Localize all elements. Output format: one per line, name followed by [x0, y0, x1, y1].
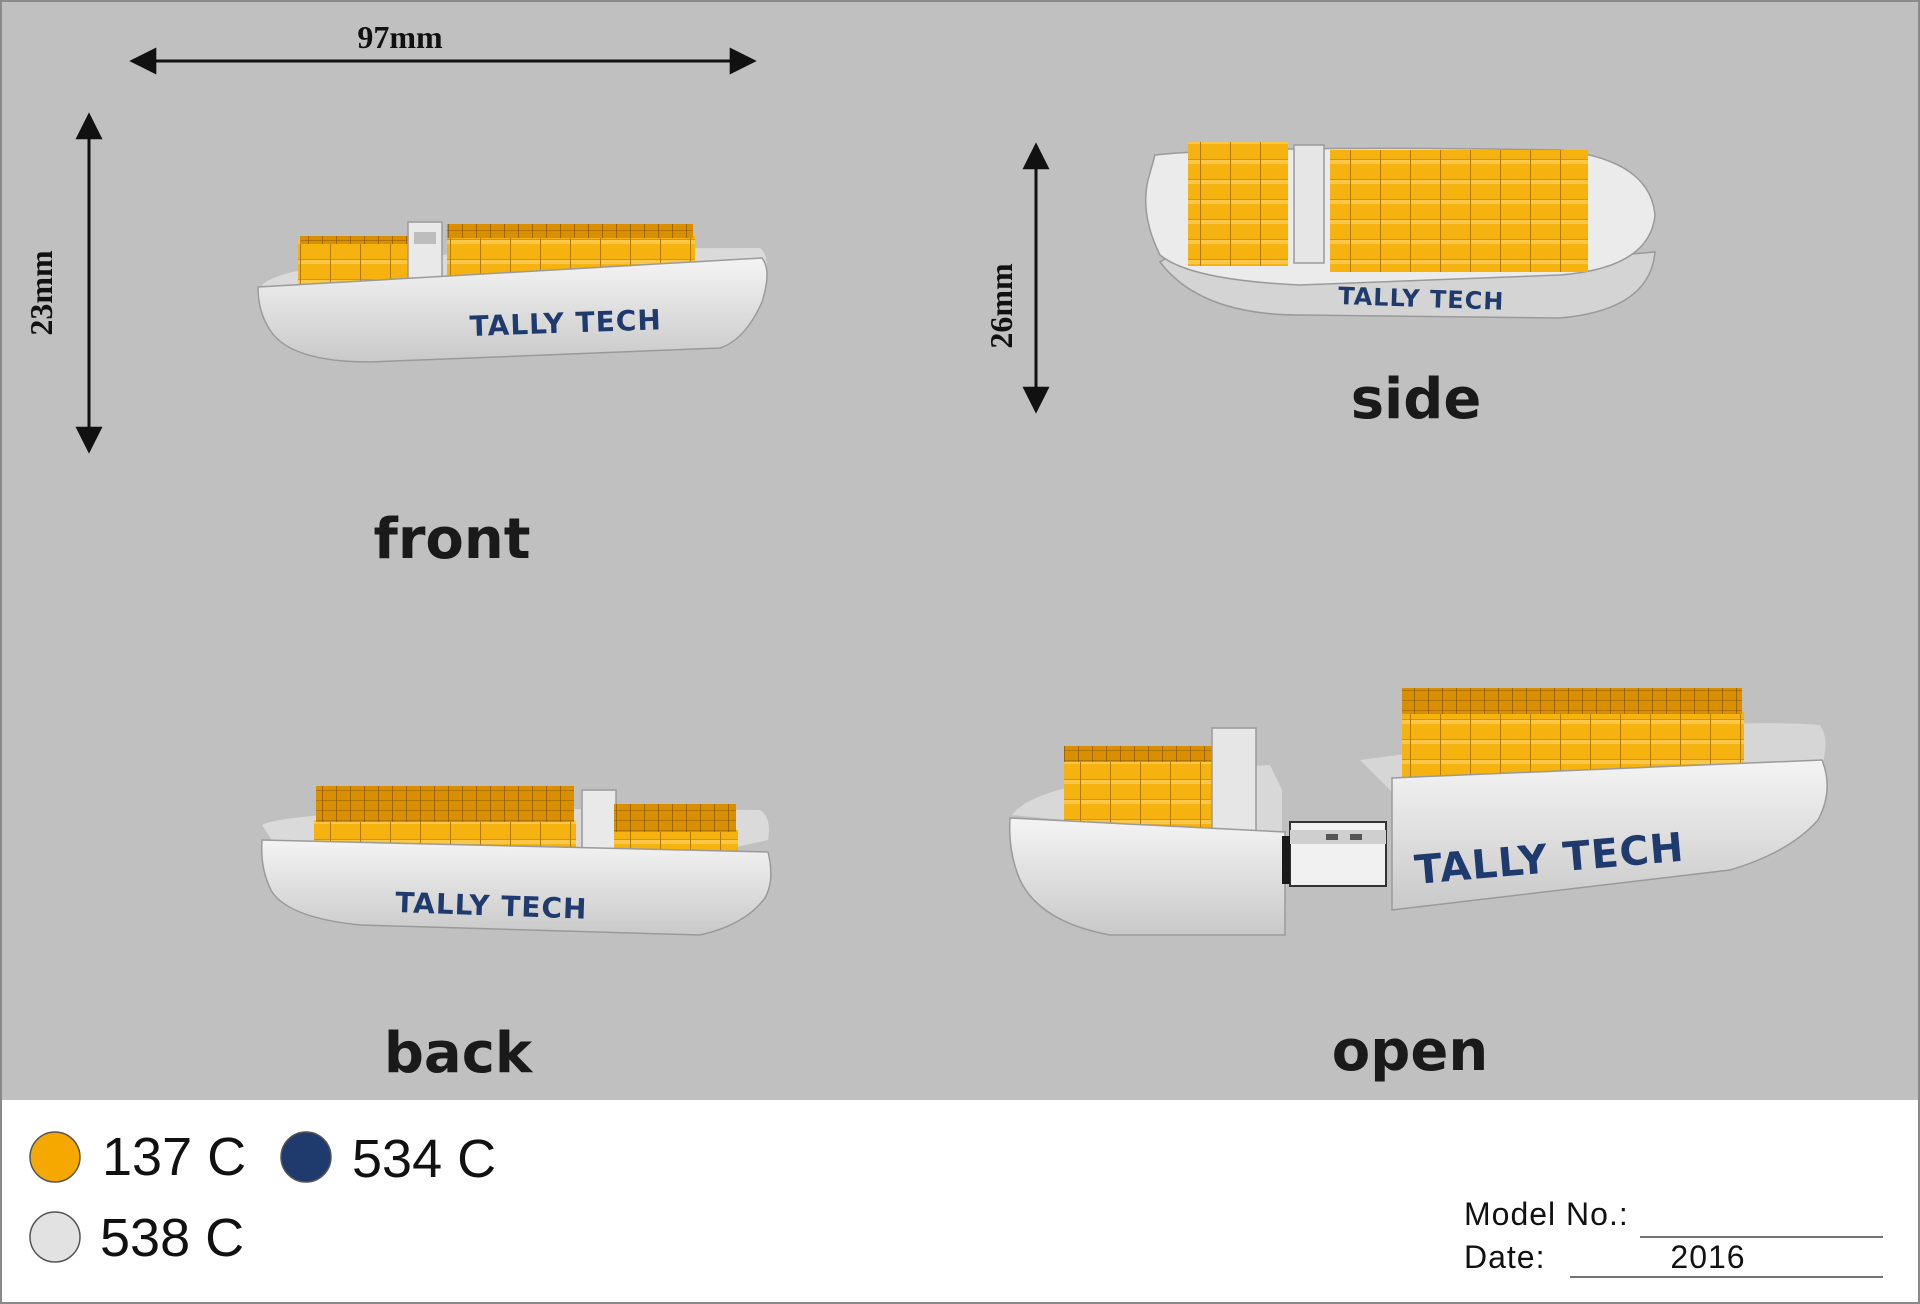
date-label: Date:: [1464, 1239, 1545, 1275]
container-stack-large-back-top: [316, 786, 574, 822]
container-block-aft: [1188, 142, 1288, 266]
swatch-534c: [280, 1131, 332, 1183]
model-number-label: Model No.:: [1464, 1196, 1629, 1232]
footer-panel: [0, 1100, 1920, 1304]
swatch-538c: [29, 1211, 81, 1263]
dimension-length: 97mm: [129, 19, 757, 75]
drawing-area: [0, 0, 1920, 1100]
dimension-height-side: 26mm: [983, 142, 1050, 414]
ship-hull-back: [260, 839, 772, 936]
dimension-height-side-label: 26mm: [983, 263, 1019, 349]
info-block: Model No.: Date: 2016: [1464, 1196, 1883, 1278]
view-label-front: front: [373, 507, 530, 572]
ship-back-view: TALLY TECH: [260, 786, 772, 936]
logo-back: TALLY TECH: [395, 886, 588, 926]
container-stack-large-top: [447, 224, 693, 238]
swatch-137c-label: 137 C: [102, 1127, 246, 1187]
container-stack-small-back-top: [614, 804, 736, 832]
color-legend: 137 C 534 C 538 C: [29, 1127, 496, 1268]
swatch-137c: [29, 1131, 81, 1183]
ship-front-view: TALLY TECH: [257, 221, 768, 363]
container-block-cap-top: [1064, 746, 1214, 762]
bridge-tower-open: [1211, 727, 1257, 843]
dimension-height-front: 23mm: [23, 112, 103, 454]
swatch-538c-label: 538 C: [100, 1208, 244, 1268]
ship-hull: [257, 257, 768, 363]
logo-side: TALLY TECH: [1338, 282, 1505, 316]
dimension-length-label: 97mm: [357, 19, 443, 55]
container-block-body-top: [1402, 688, 1742, 714]
bridge-tower-windows: [414, 232, 436, 244]
container-stack-small-top: [300, 236, 410, 244]
usb-connector: [1282, 821, 1387, 887]
view-label-side: side: [1351, 367, 1482, 432]
swatch-534c-label: 534 C: [352, 1129, 496, 1189]
ship-open-view: TALLY TECH: [1008, 688, 1828, 936]
view-label-open: open: [1332, 1019, 1488, 1084]
ship-body-hull: [1391, 759, 1828, 911]
view-label-back: back: [384, 1021, 534, 1086]
logo-front: TALLY TECH: [469, 303, 662, 343]
container-block-fore: [1330, 150, 1588, 272]
date-value: 2016: [1670, 1239, 1745, 1275]
ship-side-view: TALLY TECH: [1145, 142, 1656, 319]
bridge-tower-side: [1293, 144, 1325, 264]
ship-cap-hull: [1008, 817, 1286, 936]
dimension-height-front-label: 23mm: [23, 250, 59, 336]
